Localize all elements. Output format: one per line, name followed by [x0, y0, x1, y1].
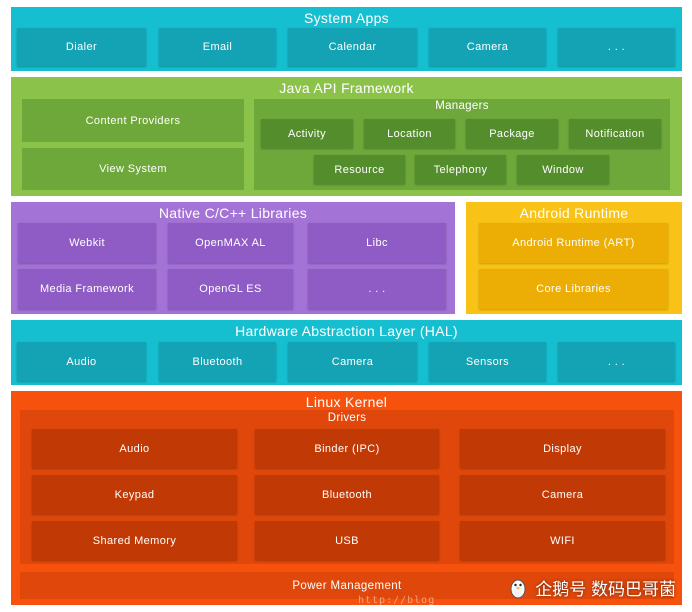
hal-camera: Camera: [288, 342, 417, 381]
manager-window: Window: [517, 155, 609, 184]
driver-usb: USB: [255, 521, 439, 560]
lib-libc: Libc: [308, 223, 446, 263]
watermark: 企鹅号 数码巴哥菌: [507, 575, 676, 600]
manager-activity: Activity: [261, 119, 353, 148]
managers-title: Managers: [435, 100, 489, 112]
app-more: . . .: [558, 28, 675, 66]
android-runtime-title: Android Runtime: [519, 205, 629, 221]
lib-media-framework: Media Framework: [18, 269, 156, 309]
content-providers: Content Providers: [22, 99, 244, 142]
penguin-icon: [510, 579, 526, 598]
hal-bluetooth: Bluetooth: [159, 342, 276, 381]
linux-kernel-title: Linux Kernel: [305, 394, 388, 410]
linux-kernel-layer: Linux Kernel Drivers Audio Binder (IPC) …: [11, 391, 682, 605]
drivers-title: Drivers: [327, 412, 367, 424]
manager-notification: Notification: [569, 119, 661, 148]
hal-audio: Audio: [17, 342, 146, 381]
hal-more: . . .: [558, 342, 675, 381]
driver-audio: Audio: [32, 429, 237, 468]
driver-binder-ipc: Binder (IPC): [255, 429, 439, 468]
hal-layer: Hardware Abstraction Layer (HAL) Audio B…: [11, 320, 682, 385]
lib-openmax-al: OpenMAX AL: [168, 223, 293, 263]
hal-sensors: Sensors: [429, 342, 546, 381]
watermark-text: 企鹅号 数码巴哥菌: [535, 580, 676, 599]
manager-telephony: Telephony: [415, 155, 506, 184]
driver-camera: Camera: [460, 475, 665, 514]
watermark-url: http://blog: [358, 595, 436, 606]
view-system: View System: [22, 148, 244, 190]
system-apps-layer: System Apps Dialer Email Calendar Camera…: [11, 7, 682, 71]
driver-keypad: Keypad: [32, 475, 237, 514]
lib-webkit: Webkit: [18, 223, 156, 263]
driver-wifi: WIFI: [460, 521, 665, 560]
manager-location: Location: [364, 119, 455, 148]
native-libraries-layer: Native C/C++ Libraries Webkit OpenMAX AL…: [11, 202, 455, 314]
native-libraries-title: Native C/C++ Libraries: [158, 205, 308, 221]
app-calendar: Calendar: [288, 28, 417, 66]
managers-panel: Managers Activity Location Package Notif…: [254, 99, 670, 190]
app-dialer: Dialer: [17, 28, 146, 66]
android-runtime-art: Android Runtime (ART): [479, 223, 668, 263]
java-api-title: Java API Framework: [279, 80, 414, 96]
android-runtime-layer: Android Runtime Android Runtime (ART) Co…: [466, 202, 682, 314]
hal-title: Hardware Abstraction Layer (HAL): [235, 323, 458, 339]
lib-opengl-es: OpenGL ES: [168, 269, 293, 309]
core-libraries: Core Libraries: [479, 269, 668, 309]
driver-bluetooth: Bluetooth: [255, 475, 439, 514]
system-apps-title: System Apps: [303, 10, 389, 26]
manager-package: Package: [466, 119, 558, 148]
app-camera: Camera: [429, 28, 546, 66]
java-api-framework-layer: Java API Framework Content Providers Vie…: [11, 77, 682, 196]
app-email: Email: [159, 28, 276, 66]
lib-more: . . .: [308, 269, 446, 309]
drivers-panel: Drivers Audio Binder (IPC) Display Keypa…: [20, 410, 674, 564]
power-management: Power Management: [20, 572, 674, 599]
driver-shared-memory: Shared Memory: [32, 521, 237, 560]
driver-display: Display: [460, 429, 665, 468]
manager-resource: Resource: [314, 155, 405, 184]
